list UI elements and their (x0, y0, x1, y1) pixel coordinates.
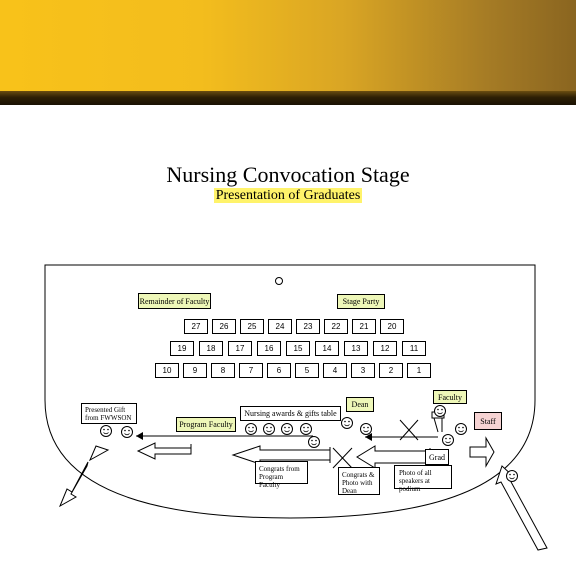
header-banner-shadow (0, 91, 576, 105)
stage-center-mark (275, 277, 283, 285)
label-program-faculty: Program Faculty (176, 417, 236, 432)
x-mark-dean (332, 447, 353, 469)
person-icon (341, 417, 353, 429)
block-arrow-mid (231, 445, 331, 465)
seat-9: 9 (183, 363, 207, 378)
seat-4: 4 (323, 363, 347, 378)
note-congrats-dean-line2: Photo with (342, 479, 373, 487)
block-arrow-corner (469, 436, 495, 468)
note-photo-line1: Photo of all (399, 469, 432, 477)
seat-11: 11 (402, 341, 426, 356)
seat-26: 26 (212, 319, 236, 334)
seat-10: 10 (155, 363, 179, 378)
seat-3: 3 (351, 363, 375, 378)
note-congrats-dean-line1: Congrats & (342, 471, 375, 479)
seat-23: 23 (296, 319, 320, 334)
seat-6: 6 (267, 363, 291, 378)
seat-8: 8 (211, 363, 235, 378)
arrow-head-left (136, 432, 143, 440)
seat-5: 5 (295, 363, 319, 378)
person-icon (263, 423, 275, 435)
seat-12: 12 (373, 341, 397, 356)
person-icon (281, 423, 293, 435)
label-awards-table: Nursing awards & gifts table (240, 406, 341, 421)
person-icon (121, 426, 133, 438)
seat-24: 24 (268, 319, 292, 334)
note-photo-line2: speakers at podium (399, 477, 430, 493)
label-dean: Dean (346, 397, 374, 412)
person-icon (455, 423, 467, 435)
note-congrats-program-line1: Congrats from (259, 465, 300, 473)
label-grad: Grad (425, 449, 449, 465)
person-icon (308, 436, 320, 448)
person-icon (442, 434, 454, 446)
person-icon (360, 423, 372, 435)
page-title: Nursing Convocation Stage (166, 162, 410, 187)
seat-17: 17 (228, 341, 252, 356)
label-faculty: Faculty (433, 390, 467, 404)
seat-7: 7 (239, 363, 263, 378)
note-gift-line2: from FWWSON (85, 414, 132, 422)
seat-21: 21 (352, 319, 376, 334)
seat-22: 22 (324, 319, 348, 334)
page-subtitle-wrap: Presentation of Graduates (0, 186, 576, 204)
x-mark-faculty (399, 419, 419, 441)
seat-16: 16 (257, 341, 281, 356)
label-stage-party: Stage Party (337, 294, 385, 309)
seat-1: 1 (407, 363, 431, 378)
person-icon (506, 470, 518, 482)
person-icon (434, 405, 446, 417)
block-arrow-left (136, 442, 192, 460)
block-arrow-down-left (58, 461, 89, 508)
seat-13: 13 (344, 341, 368, 356)
header-banner (0, 0, 576, 91)
arrow-head-right (365, 433, 372, 441)
seat-19: 19 (170, 341, 194, 356)
seat-25: 25 (240, 319, 264, 334)
note-congrats-dean: Congrats & Photo with Dean (338, 467, 380, 495)
note-congrats-dean-line3: Dean (342, 487, 357, 495)
label-remainder-faculty: Remainder of Faculty (138, 293, 211, 309)
seat-20: 20 (380, 319, 404, 334)
note-presented-gift: Presented Gift from FWWSON (81, 403, 137, 424)
seat-15: 15 (286, 341, 310, 356)
note-gift-line1: Presented Gift (85, 406, 126, 414)
person-icon (300, 423, 312, 435)
seat-2: 2 (379, 363, 403, 378)
person-icon (245, 423, 257, 435)
seat-14: 14 (315, 341, 339, 356)
block-arrow-exit (88, 445, 110, 462)
note-congrats-program: Congrats from Program Faculty (255, 461, 308, 489)
note-congrats-program-line2: Program Faculty (259, 473, 284, 489)
person-icon (100, 425, 112, 437)
page-subtitle: Presentation of Graduates (213, 188, 363, 203)
label-staff: Staff (474, 412, 502, 430)
note-photo-speakers: Photo of all speakers at podium (394, 465, 452, 493)
seat-18: 18 (199, 341, 223, 356)
seat-27: 27 (184, 319, 208, 334)
block-arrow-right (356, 445, 431, 469)
